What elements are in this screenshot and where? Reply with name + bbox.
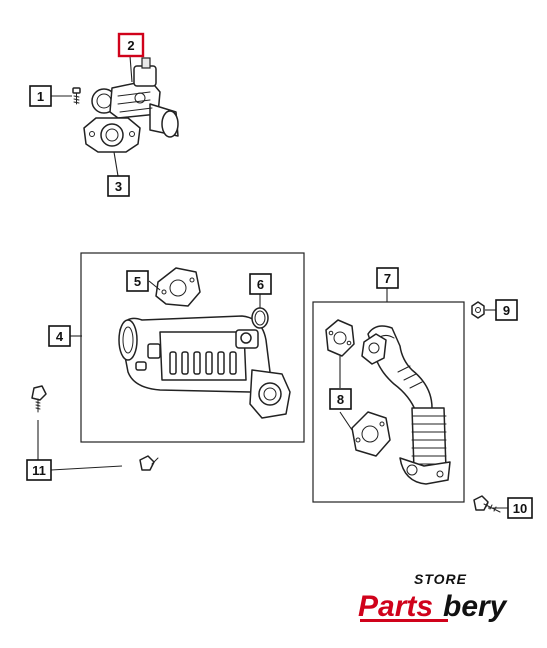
svg-text:6: 6: [257, 277, 264, 292]
leader-lines: [37, 55, 508, 509]
callout-6: 6: [249, 273, 272, 295]
flange-part-3: [83, 117, 141, 153]
callout-11: 11: [26, 459, 52, 481]
svg-text:2: 2: [127, 38, 134, 53]
callout-2-highlighted: 2: [117, 32, 145, 58]
logo-brand-part1: Parts: [358, 590, 433, 623]
svg-text:STORE: STORE: [414, 571, 467, 587]
callout-7: 7: [376, 267, 399, 289]
callout-3: 3: [107, 175, 130, 197]
callout-10: 10: [507, 497, 533, 519]
group-frame-egr-cooler: [80, 252, 305, 443]
svg-text:3: 3: [115, 179, 122, 194]
callout-9: 9: [495, 299, 518, 321]
svg-text:10: 10: [513, 501, 527, 516]
bolt-part-11-upper: [31, 385, 47, 413]
svg-text:1: 1: [37, 89, 44, 104]
bolt-part-1: [72, 87, 81, 105]
egr-tube-part-7: [361, 325, 451, 485]
gasket-part-8-lower: [351, 411, 391, 457]
egr-valve-assembly: [72, 57, 179, 153]
o-ring-part-6: [251, 307, 269, 329]
svg-text:4: 4: [56, 329, 64, 344]
gasket-part-5: [155, 267, 201, 307]
callout-1: 1: [29, 85, 52, 107]
logo-underline: [360, 619, 448, 622]
egr-valve-part-2: [91, 57, 179, 138]
callout-5: 5: [126, 270, 149, 292]
bolt-part-11-lower: [139, 455, 159, 471]
nut-part-9: [471, 301, 485, 319]
svg-text:8: 8: [337, 392, 344, 407]
gasket-part-8-upper: [325, 319, 355, 357]
logo-brand-part2: bery: [443, 590, 508, 623]
svg-text:7: 7: [384, 271, 391, 286]
svg-text:11: 11: [32, 463, 46, 478]
bolt-part-10: [473, 495, 501, 513]
store-logo: STORE Parts bery: [358, 571, 508, 623]
callout-8: 8: [329, 388, 352, 410]
callout-4: 4: [48, 325, 71, 347]
cooler-fins: [169, 351, 237, 375]
svg-text:5: 5: [134, 274, 141, 289]
tube-bellows: [411, 407, 447, 471]
egr-cooler-part-4: [118, 315, 291, 419]
svg-text:9: 9: [503, 303, 510, 318]
group-frame-egr-tube: [312, 301, 465, 503]
